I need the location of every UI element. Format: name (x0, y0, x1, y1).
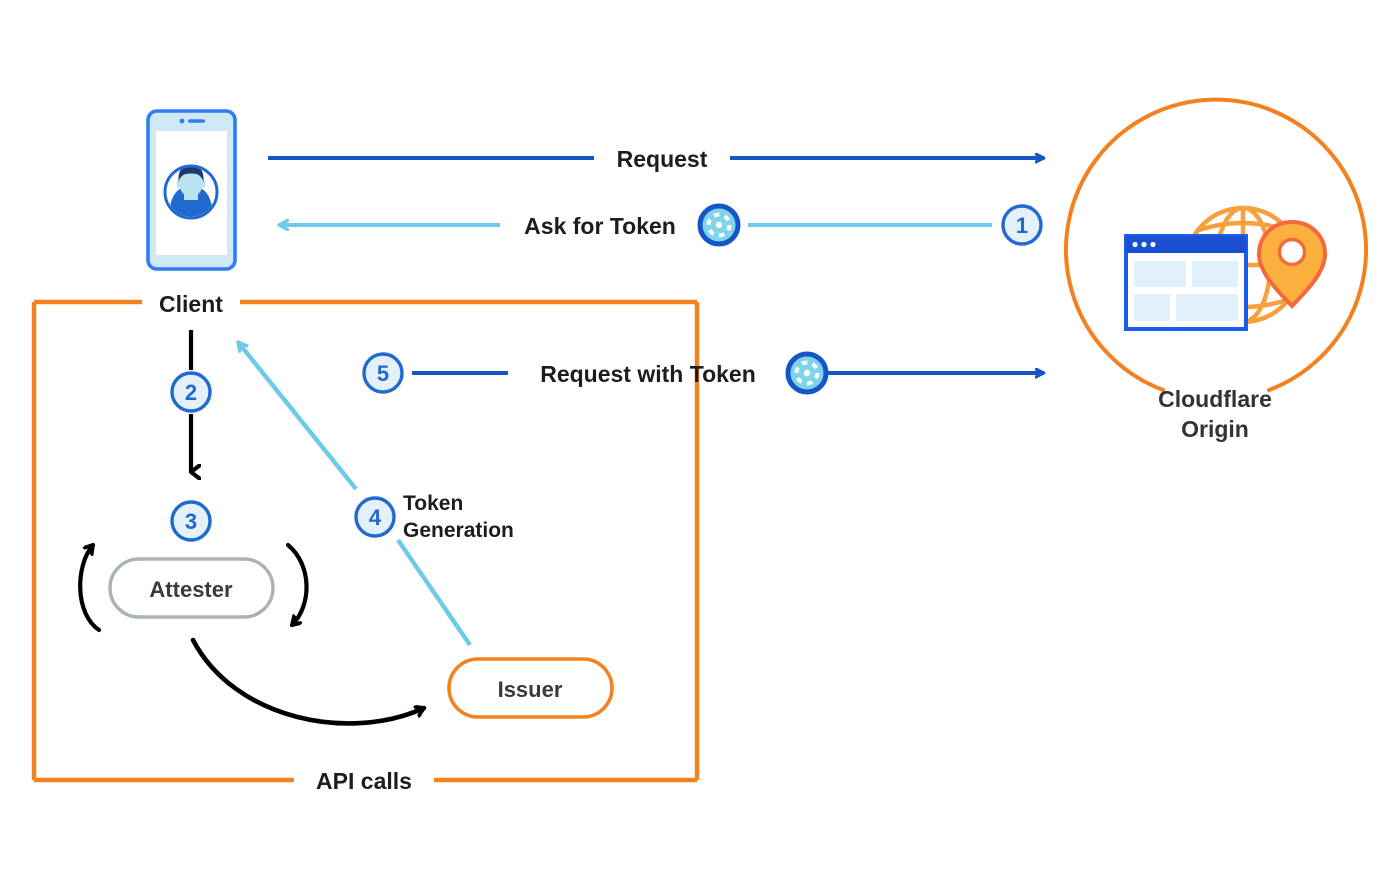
step-4-number: 4 (369, 505, 382, 530)
step-5-number: 5 (377, 361, 389, 386)
location-pin-icon (1256, 219, 1328, 309)
step-5-badge: 5 (362, 352, 404, 394)
step-3-number: 3 (185, 509, 197, 534)
request-label: Request (617, 146, 708, 172)
request-with-token-label: Request with Token (540, 361, 756, 387)
client-phone-icon (146, 109, 237, 271)
step-3-badge: 3 (170, 500, 212, 542)
step-2-number: 2 (185, 380, 197, 405)
attester-loop-left-arrow (78, 542, 102, 633)
browser-window-icon (1124, 234, 1248, 331)
flow-token-generation (236, 342, 472, 647)
api-calls-boundary (31, 299, 700, 783)
token-generation-label-line1: Token (403, 492, 463, 515)
token-generation-label-line2: Generation (403, 519, 514, 542)
origin-label-line2: Origin (1181, 416, 1249, 442)
privacy-pass-token-icon-2 (785, 351, 829, 395)
issuer-node (447, 657, 614, 719)
cloudflare-origin-icon (1064, 97, 1368, 392)
api-calls-label: API calls (316, 768, 412, 794)
attester-loop-right-arrow (285, 542, 309, 628)
attester-to-issuer-arrow (190, 637, 427, 726)
step-2-badge: 2 (170, 371, 212, 413)
step-1-badge: 1 (1001, 204, 1043, 246)
client-label: Client (159, 291, 223, 317)
attester-node (108, 557, 275, 619)
step-1-number: 1 (1016, 213, 1028, 238)
privacy-pass-token-icon (697, 203, 741, 247)
ask-for-token-label: Ask for Token (524, 213, 676, 239)
origin-label-line1: Cloudflare (1158, 386, 1272, 412)
step-4-badge: 4 (354, 496, 396, 538)
attester-label: Attester (149, 577, 233, 602)
issuer-label: Issuer (498, 677, 563, 702)
